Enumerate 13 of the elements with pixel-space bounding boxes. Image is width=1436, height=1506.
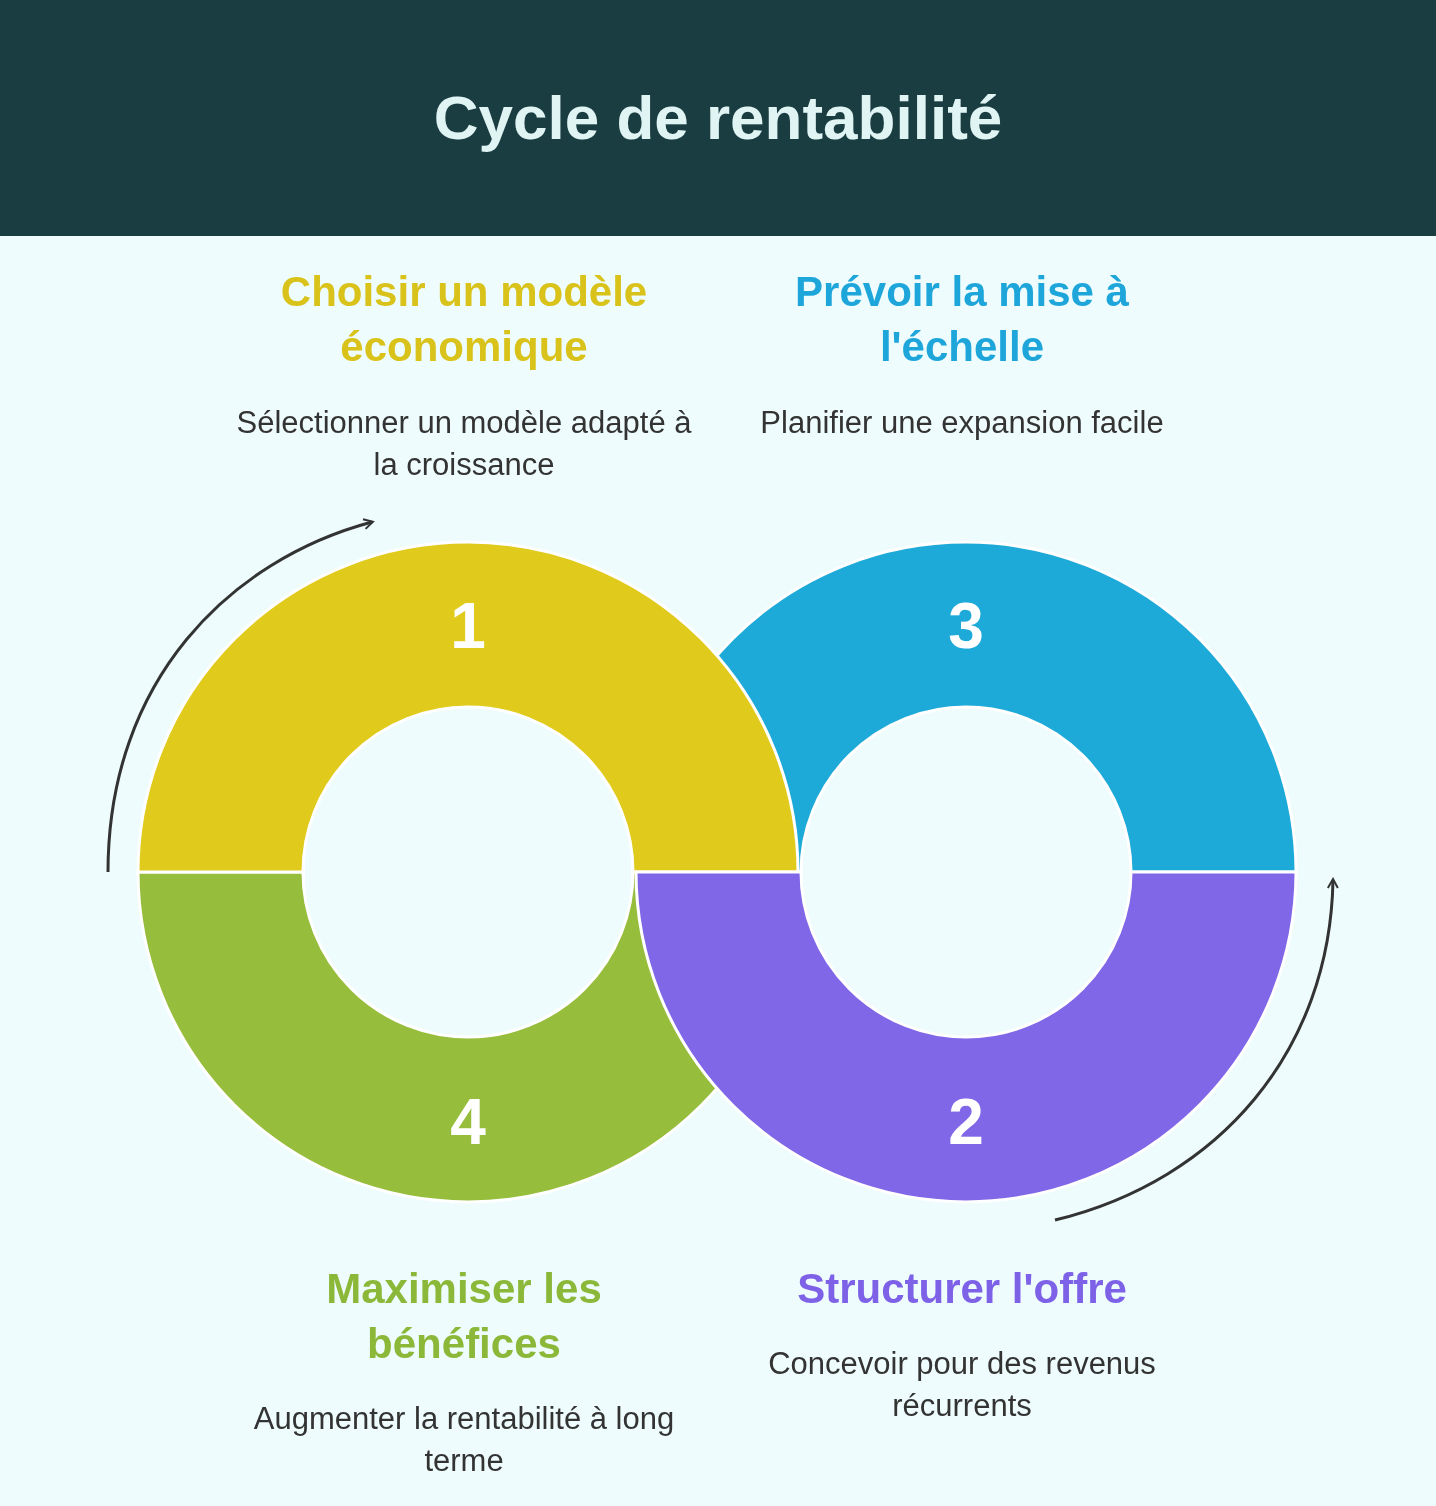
step-number: 4	[450, 1090, 486, 1154]
step-description: Concevoir pour des revenus récurrents	[767, 1345, 1157, 1425]
step-number: 3	[948, 594, 984, 658]
step-description: Augmenter la rentabilité à long terme	[252, 1400, 676, 1480]
step-description: Planifier une expansion facile	[759, 404, 1165, 442]
step-heading: Prévoir la mise à l'échelle	[794, 267, 1130, 372]
step-heading: Structurer l'offre	[796, 1264, 1128, 1314]
title: Cycle de rentabilité	[432, 82, 1004, 153]
step-heading: Choisir un modèle économique	[279, 267, 649, 372]
step-number: 1	[450, 594, 486, 658]
step-heading: Maximiser les bénéfices	[325, 1264, 603, 1369]
step-number: 2	[948, 1090, 984, 1154]
step-description: Sélectionner un modèle adapté à la croissance	[235, 404, 693, 484]
